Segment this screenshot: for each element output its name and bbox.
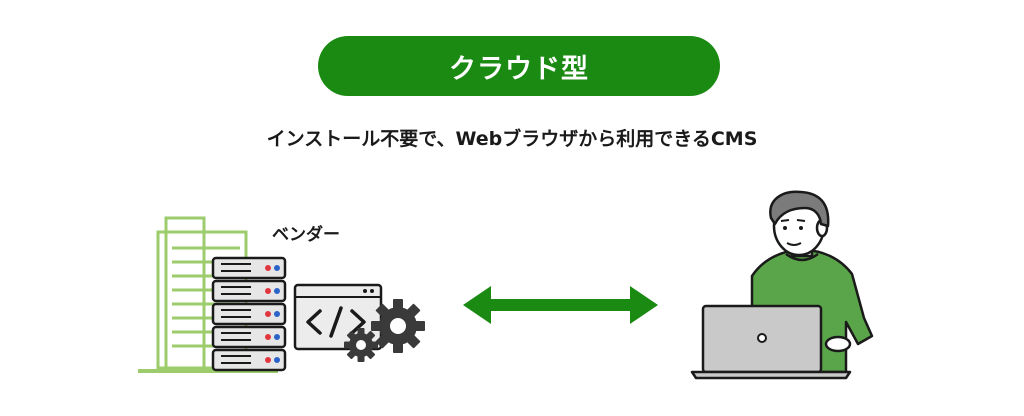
- server-unit: [211, 302, 287, 326]
- gear-icon: [344, 299, 425, 362]
- vendor-label: ベンダー: [272, 225, 340, 245]
- server-unit: [211, 325, 287, 349]
- user-with-laptop-icon: [690, 190, 874, 380]
- server-unit: [211, 348, 287, 372]
- title-badge: クラウド型: [318, 36, 720, 96]
- description-text: インストール不要で、Webブラウザから利用できるCMS: [266, 128, 758, 150]
- bidirectional-arrow-icon: [463, 286, 658, 324]
- server-unit: [211, 279, 287, 303]
- page-title: クラウド型: [449, 53, 589, 85]
- server-unit: [211, 256, 287, 280]
- server-rack-icon: [211, 256, 287, 372]
